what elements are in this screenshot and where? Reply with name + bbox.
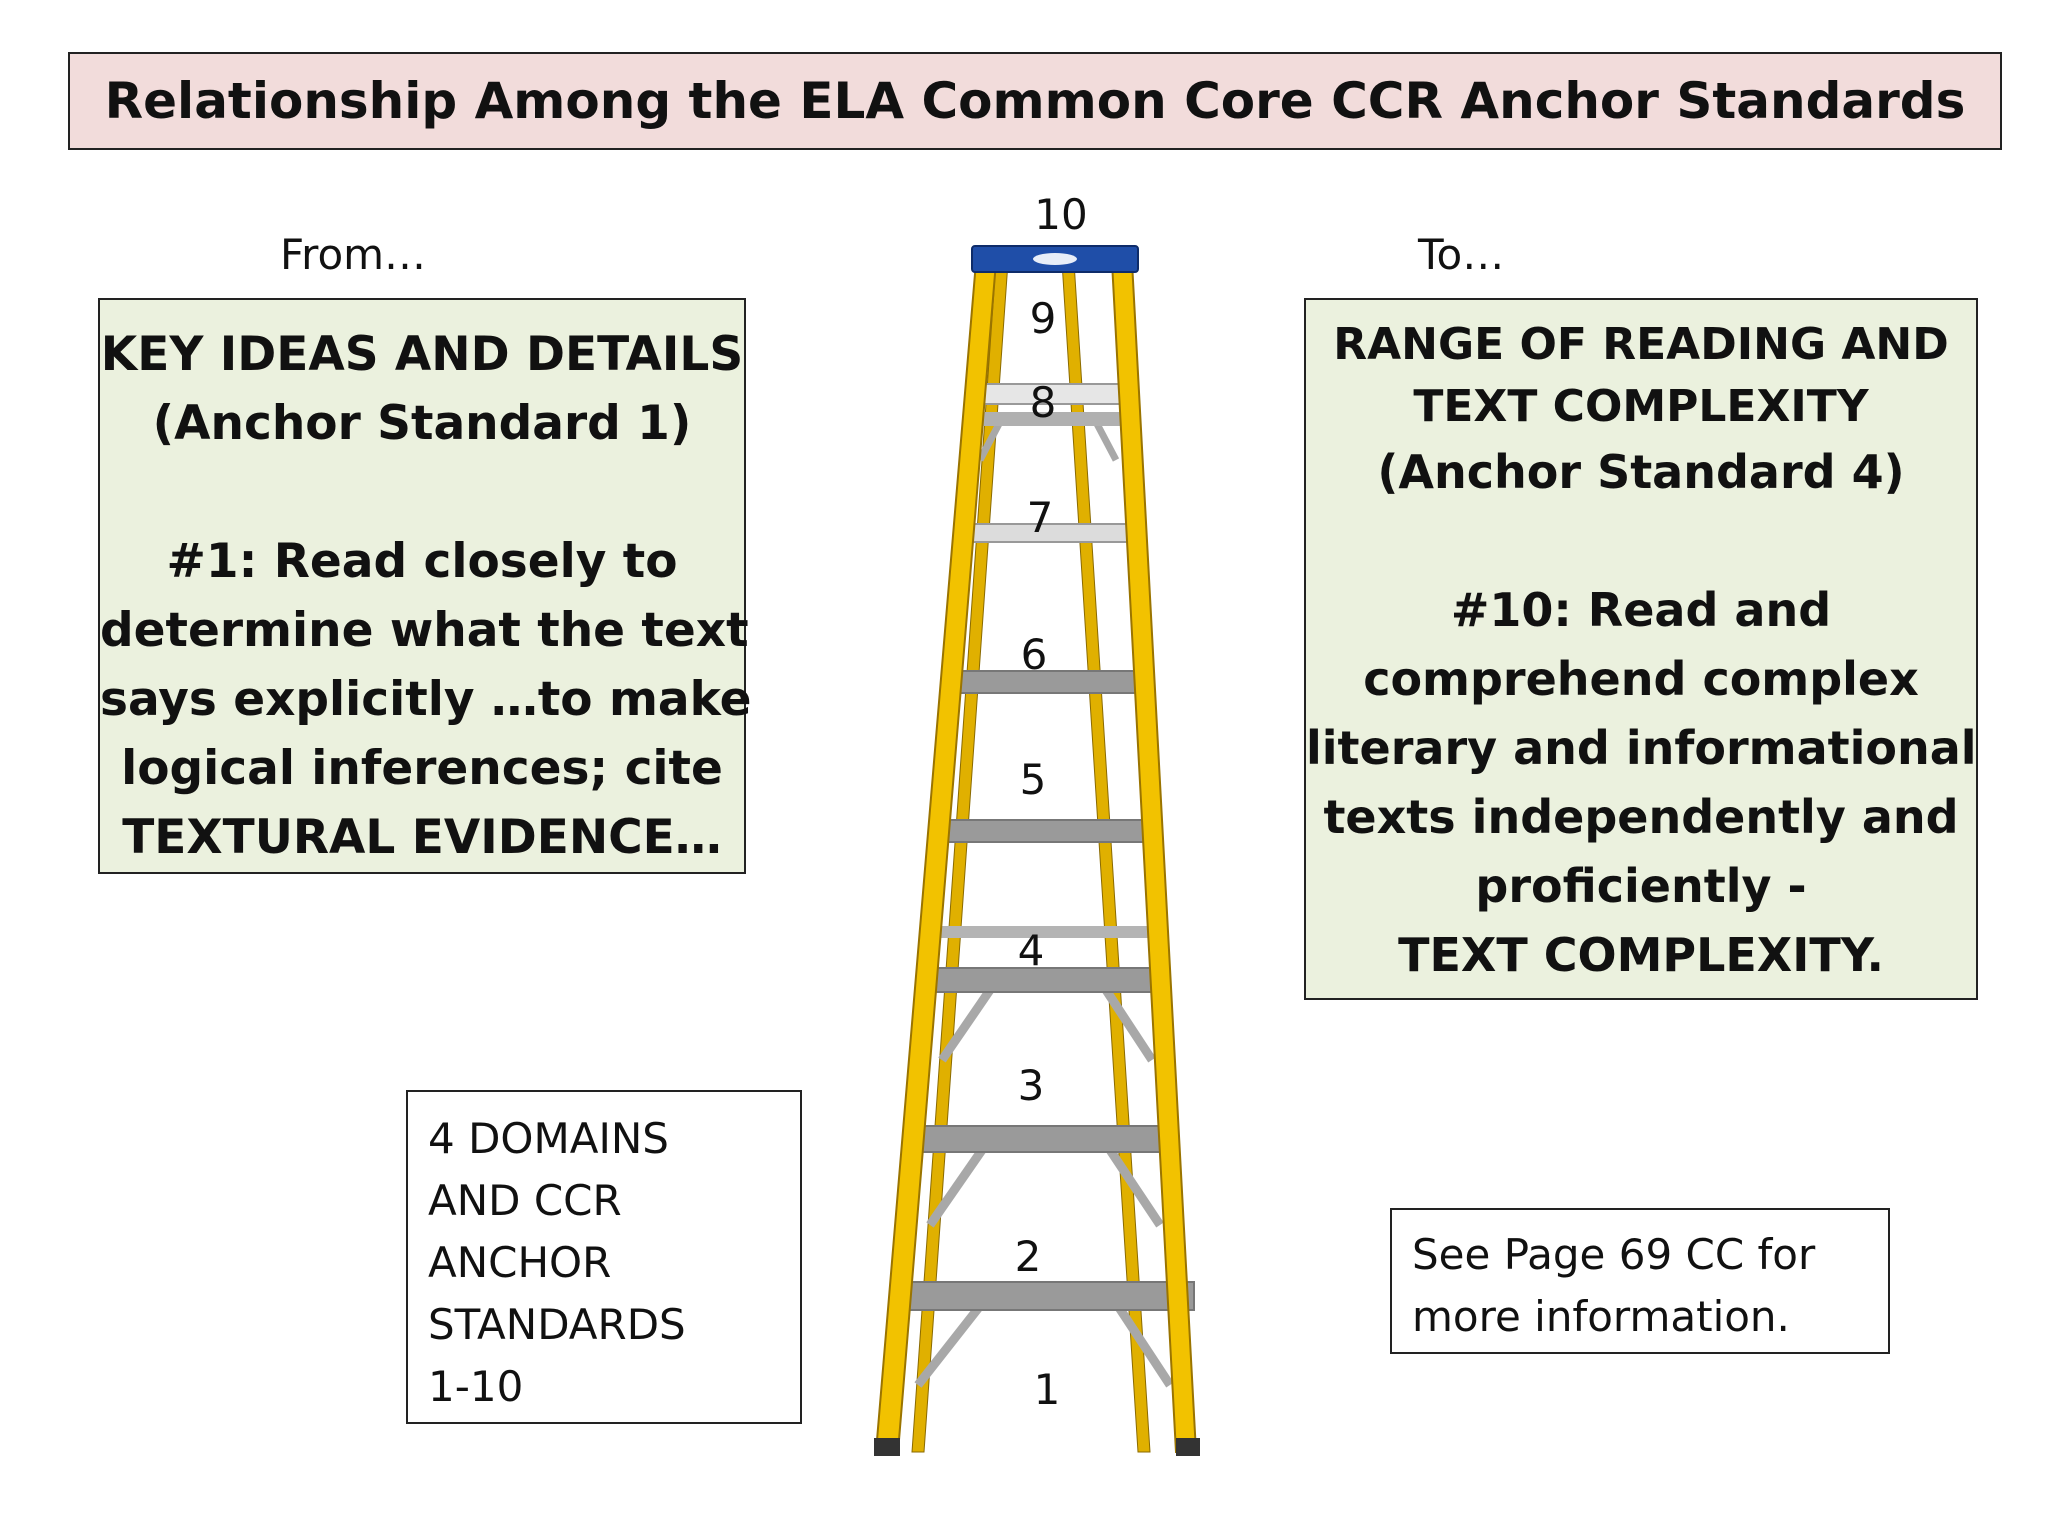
ladder-number: 3 [1017, 1061, 1045, 1110]
from-label: From… [280, 230, 427, 279]
panel-heading-line: RANGE OF READING AND [1333, 319, 1949, 370]
panel-body-line: proficiently - [1475, 859, 1807, 913]
domains-line: ANCHOR [428, 1238, 612, 1287]
ladder-rung [974, 412, 1120, 426]
ladder-number: 8 [1029, 378, 1057, 427]
ladder-rung [911, 1125, 1179, 1153]
panel-body-line: says explicitly …to make [100, 672, 752, 727]
ladder-rungs [897, 383, 1195, 1311]
text-complexity-panel: RANGE OF READING AND TEXT COMPLEXITY (An… [1304, 298, 1978, 1000]
ladder-number: 5 [1019, 755, 1047, 804]
panel-heading-line: (Anchor Standard 1) [152, 396, 692, 451]
panel-heading-line: (Anchor Standard 4) [1377, 445, 1905, 499]
key-ideas-panel: KEY IDEAS AND DETAILS (Anchor Standard 1… [98, 298, 752, 874]
ladder-rung [925, 967, 1167, 993]
panel-body-line: TEXTURAL EVIDENCE… [122, 810, 722, 865]
domains-line: 1-10 [428, 1362, 524, 1411]
panel-body-line: #1: Read closely to [166, 534, 678, 589]
to-label: To… [1418, 230, 1505, 279]
panel-body-line: literary and informational [1306, 721, 1977, 775]
ladder-number: 2 [1014, 1232, 1042, 1281]
ladder-braces [914, 420, 1174, 1388]
title-banner: Relationship Among the ELA Common Core C… [68, 52, 2002, 150]
ladder-number: 6 [1020, 630, 1048, 679]
panel-heading-line: TEXT COMPLEXITY [1413, 381, 1869, 432]
ladder-number: 1 [1033, 1365, 1061, 1414]
panel-body-line: determine what the text [100, 603, 749, 658]
page-reference-line: See Page 69 CC for [1412, 1230, 1816, 1279]
ladder-rung [897, 1281, 1195, 1311]
ladder-rung [930, 926, 1166, 938]
page-reference-line: more information. [1412, 1292, 1790, 1341]
panel-body-line: comprehend complex [1363, 652, 1919, 706]
panel-body-line: TEXT COMPLEXITY. [1398, 928, 1884, 982]
ladder-number: 7 [1026, 493, 1054, 542]
ladder-rung [939, 819, 1155, 843]
domains-line: STANDARDS [428, 1300, 686, 1349]
panel-body-line: logical inferences; cite [121, 741, 723, 796]
panel-heading-line: KEY IDEAS AND DETAILS [100, 327, 744, 382]
ladder-number: 4 [1017, 926, 1045, 975]
page-title: Relationship Among the ELA Common Core C… [104, 72, 1966, 130]
ladder-number: 10 [1034, 190, 1088, 239]
panel-body-line: #10: Read and [1450, 583, 1832, 637]
domains-line: AND CCR [428, 1176, 622, 1225]
ladder-right-rail [1110, 261, 1198, 1453]
domains-box: 4 DOMAINS AND CCR ANCHOR STANDARDS 1-10 [406, 1090, 802, 1424]
ladder-top-cap [971, 245, 1139, 273]
domains-line: 4 DOMAINS [428, 1114, 669, 1163]
ladder-feet [874, 1438, 1200, 1456]
ladder-number: 9 [1029, 294, 1057, 343]
page-reference-box: See Page 69 CC for more information. [1390, 1208, 1890, 1354]
panel-body-line: texts independently and [1323, 790, 1959, 844]
